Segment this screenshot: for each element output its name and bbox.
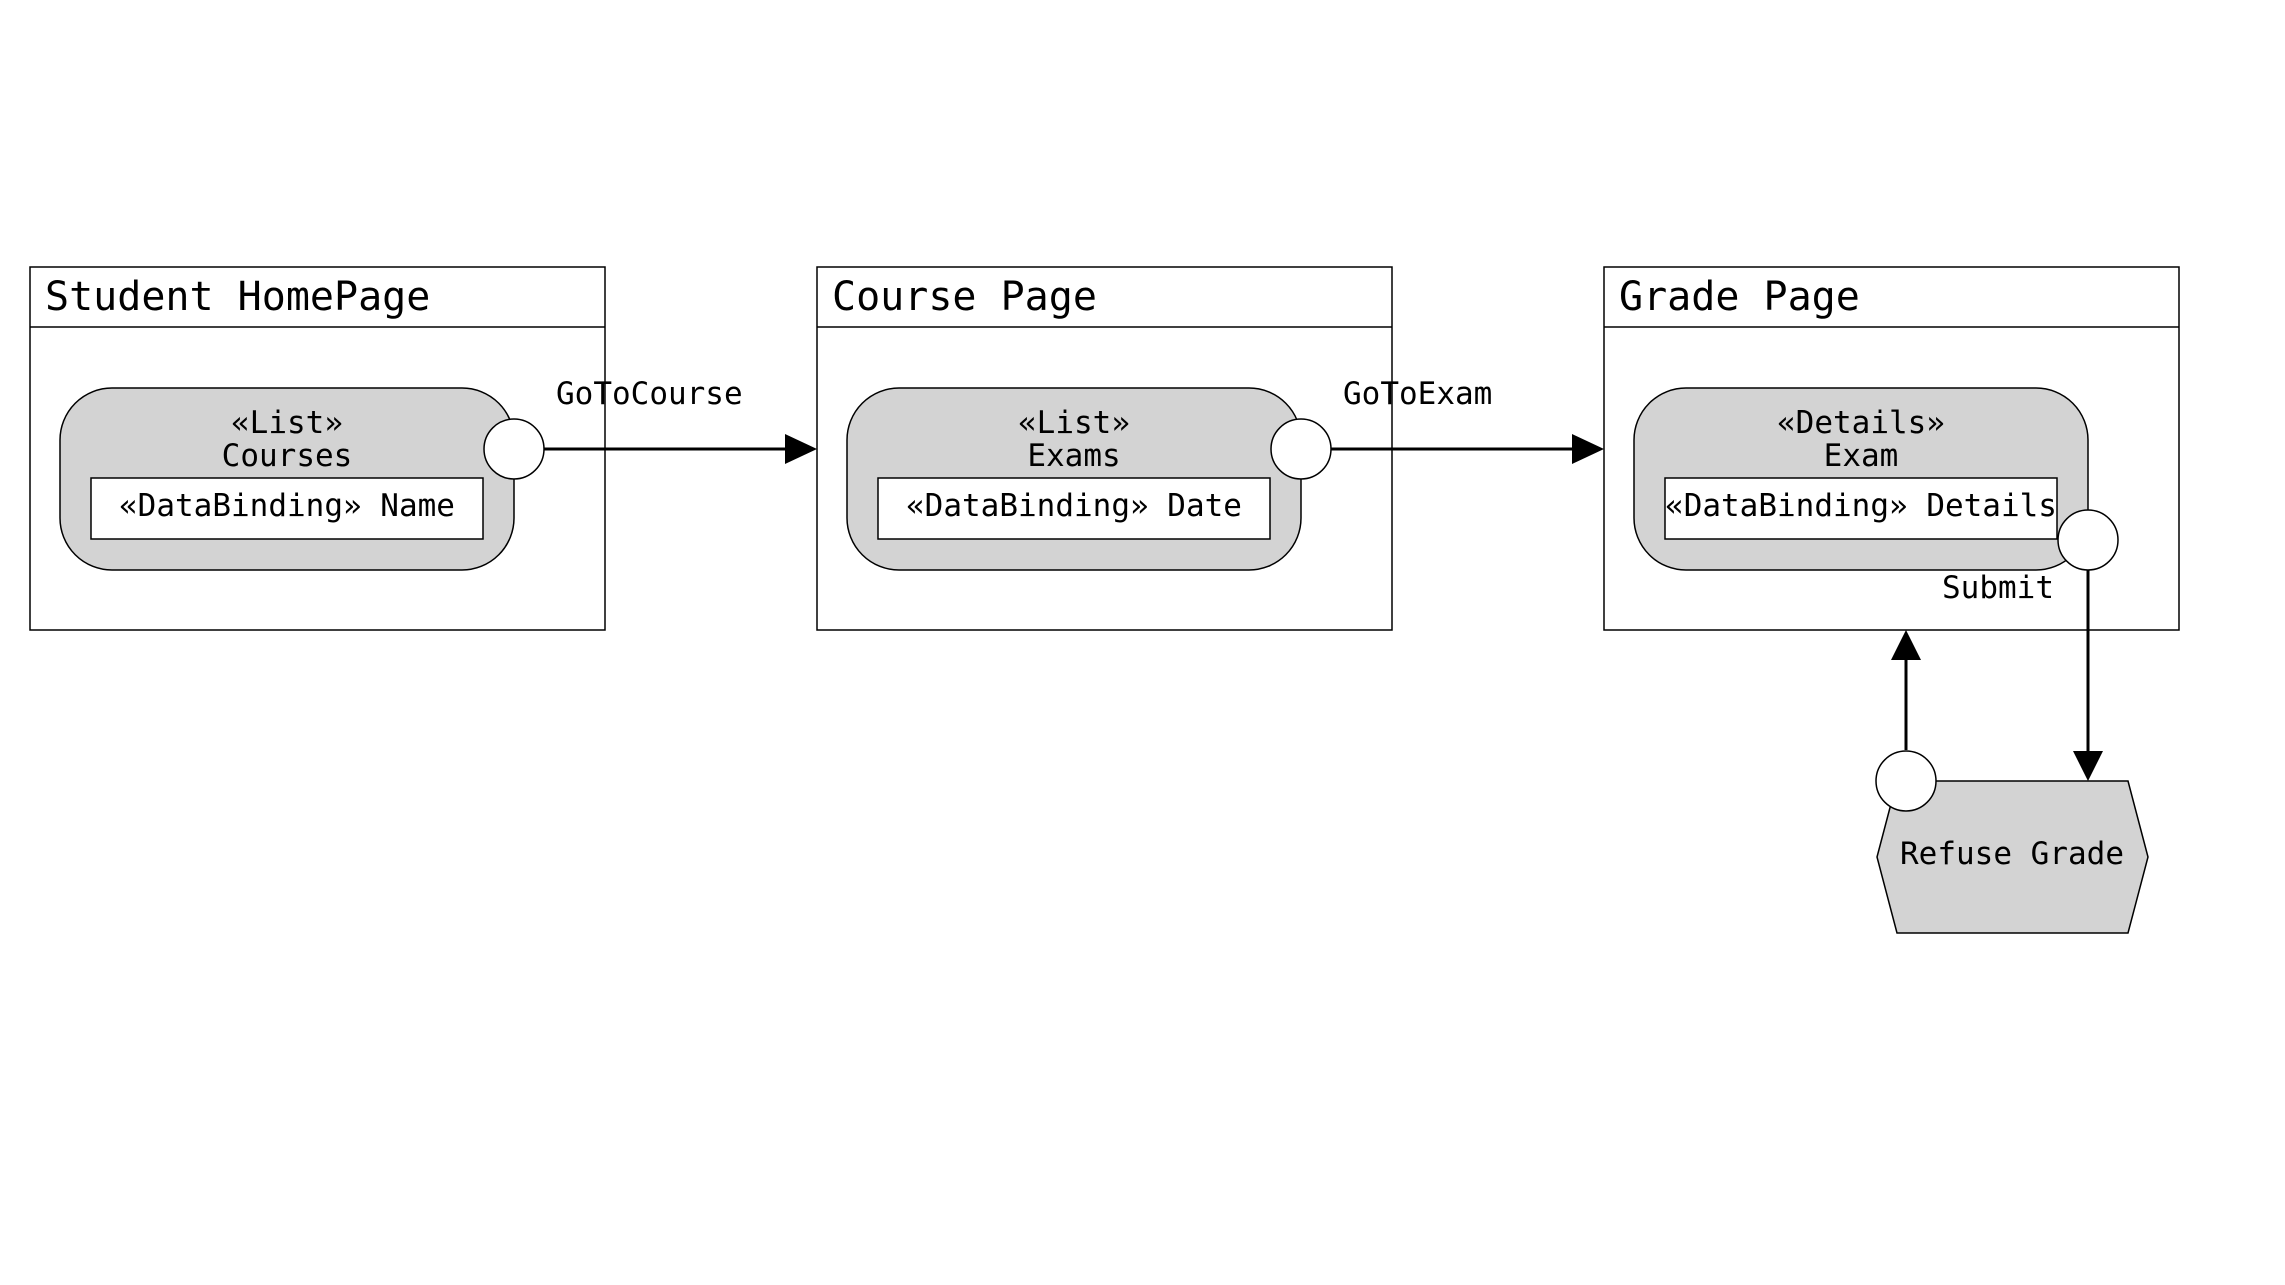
page-title: Grade Page — [1619, 274, 1860, 320]
flow-go-to-exam[interactable]: GoToExam — [1270, 376, 1604, 480]
event-port-icon[interactable] — [1270, 418, 1332, 480]
arrowhead-icon — [785, 434, 817, 464]
component-name: Courses — [222, 438, 353, 474]
flow-submit[interactable]: Submit — [1942, 509, 2119, 781]
flow-refuse-grade-return[interactable] — [1875, 630, 1937, 812]
event-port-icon[interactable] — [2057, 509, 2119, 571]
action-label: Refuse Grade — [1900, 836, 2124, 872]
databinding-field: «DataBinding» Date — [906, 488, 1242, 524]
arrowhead-icon — [2073, 751, 2103, 781]
component-stereotype: «List» — [231, 405, 343, 441]
list-component-courses[interactable]: «List» Courses «DataBinding» Name — [59, 387, 515, 571]
event-port-icon[interactable] — [483, 418, 545, 480]
details-component-exam[interactable]: «Details» Exam «DataBinding» Details — [1633, 387, 2089, 571]
page-title: Course Page — [832, 274, 1097, 320]
page-title: Student HomePage — [45, 274, 430, 320]
page-grade: Grade Page «Details» Exam «DataBinding» … — [1603, 266, 2180, 631]
component-name: Exam — [1824, 438, 1899, 474]
event-port-icon[interactable] — [1875, 750, 1937, 812]
list-component-exams[interactable]: «List» Exams «DataBinding» Date — [846, 387, 1302, 571]
arrowhead-icon — [1891, 630, 1921, 660]
component-stereotype: «Details» — [1777, 405, 1945, 441]
flow-label: GoToCourse — [556, 376, 743, 412]
component-name: Exams — [1027, 438, 1120, 474]
flow-go-to-course[interactable]: GoToCourse — [483, 376, 817, 480]
databinding-field: «DataBinding» Name — [119, 488, 455, 524]
arrowhead-icon — [1572, 434, 1604, 464]
component-stereotype: «List» — [1018, 405, 1130, 441]
action-refuse-grade[interactable]: Refuse Grade — [1876, 780, 2149, 934]
flow-label: Submit — [1942, 570, 2054, 606]
flow-label: GoToExam — [1343, 376, 1492, 412]
databinding-field: «DataBinding» Details — [1665, 488, 2057, 524]
